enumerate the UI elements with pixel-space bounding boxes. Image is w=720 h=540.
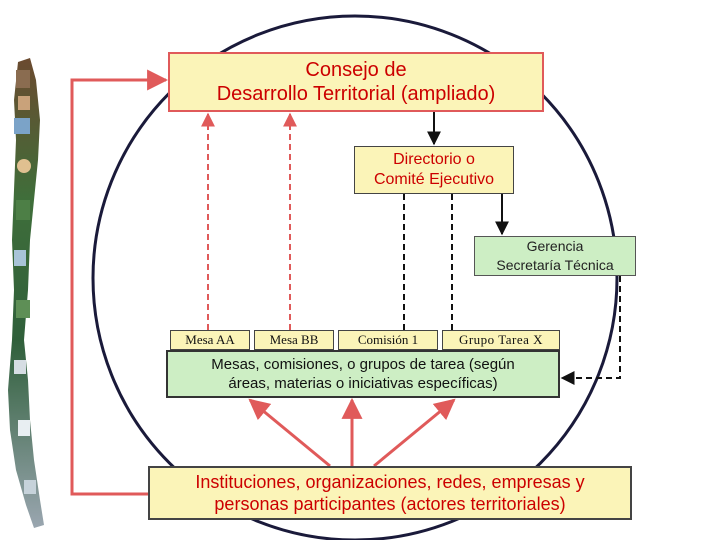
- mesas-line2: áreas, materias o iniciativas específica…: [228, 374, 497, 393]
- directorio-line1: Directorio o: [393, 150, 475, 170]
- mesas-box: Mesas, comisiones, o grupos de tarea (se…: [166, 350, 560, 398]
- instituciones-box: Instituciones, organizaciones, redes, em…: [148, 466, 632, 520]
- chile-map-icon: [8, 58, 44, 528]
- tag-mesa-bb: Mesa BB: [254, 330, 334, 350]
- mesas-line1: Mesas, comisiones, o grupos de tarea (se…: [211, 355, 515, 374]
- tag-comision-1: Comisión 1: [338, 330, 438, 350]
- gerencia-line2: Secretaría Técnica: [496, 256, 613, 275]
- gerencia-box: Gerencia Secretaría Técnica: [474, 236, 636, 276]
- arrow-inst-mesas-3: [374, 400, 454, 466]
- consejo-box: Consejo de Desarrollo Territorial (ampli…: [168, 52, 544, 112]
- directorio-box: Directorio o Comité Ejecutivo: [354, 146, 514, 194]
- gerencia-line1: Gerencia: [527, 237, 584, 256]
- consejo-line1: Consejo de: [305, 58, 406, 82]
- directorio-line2: Comité Ejecutivo: [374, 170, 494, 190]
- instituciones-line1: Instituciones, organizaciones, redes, em…: [195, 471, 584, 493]
- consejo-line2: Desarrollo Territorial (ampliado): [217, 82, 496, 106]
- tag-mesa-aa: Mesa AA: [170, 330, 250, 350]
- feedback-arrow: [72, 80, 166, 494]
- instituciones-line2: personas participantes (actores territor…: [214, 493, 565, 515]
- arrow-inst-mesas-1: [250, 400, 330, 466]
- tag-grupo-tarea-x: Grupo Tarea X: [442, 330, 560, 350]
